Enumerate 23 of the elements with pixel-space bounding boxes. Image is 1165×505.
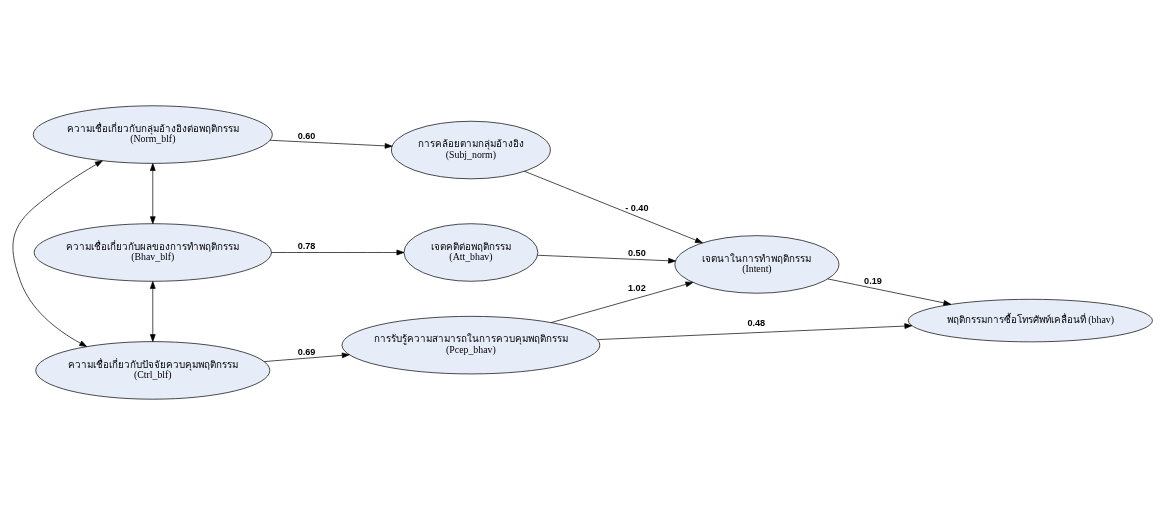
arrow xyxy=(269,139,393,149)
arrow xyxy=(150,281,156,342)
edge-label: 0.78 xyxy=(297,241,316,252)
edge-label: 1.02 xyxy=(628,283,646,294)
node-ellipse: การคล้อยตามกลุ่มอ้างอิง (Subj_norm) xyxy=(391,120,551,180)
edge-label: 0.50 xyxy=(628,247,646,258)
node-ellipse: ความเชื่อเกี่ยวกับกลุ่มอ้างอิงต่อพฤติกรรม (Norm_blf) xyxy=(32,105,273,164)
arrow xyxy=(150,163,156,225)
arrow xyxy=(12,160,103,347)
arrow xyxy=(537,254,676,264)
edge-label: 0.19 xyxy=(864,275,882,286)
node-ellipse: เจตคติต่อพฤติกรรม (Att_bhav) xyxy=(403,223,539,282)
arrow xyxy=(597,323,913,340)
edge-label: - 0.40 xyxy=(625,202,649,213)
arrow xyxy=(550,281,694,323)
edge-label: 0.60 xyxy=(297,131,316,142)
arrow xyxy=(271,249,405,256)
node-ellipse: ความเชื่อเกี่ยวกับผลของการทำพฤติกรรม (Bhav_blf) xyxy=(33,223,272,282)
arrow xyxy=(263,352,350,362)
arrow xyxy=(524,170,703,244)
edge-label: 0.69 xyxy=(297,346,316,357)
edge-label: 0.48 xyxy=(747,317,766,328)
arrow xyxy=(827,278,952,306)
